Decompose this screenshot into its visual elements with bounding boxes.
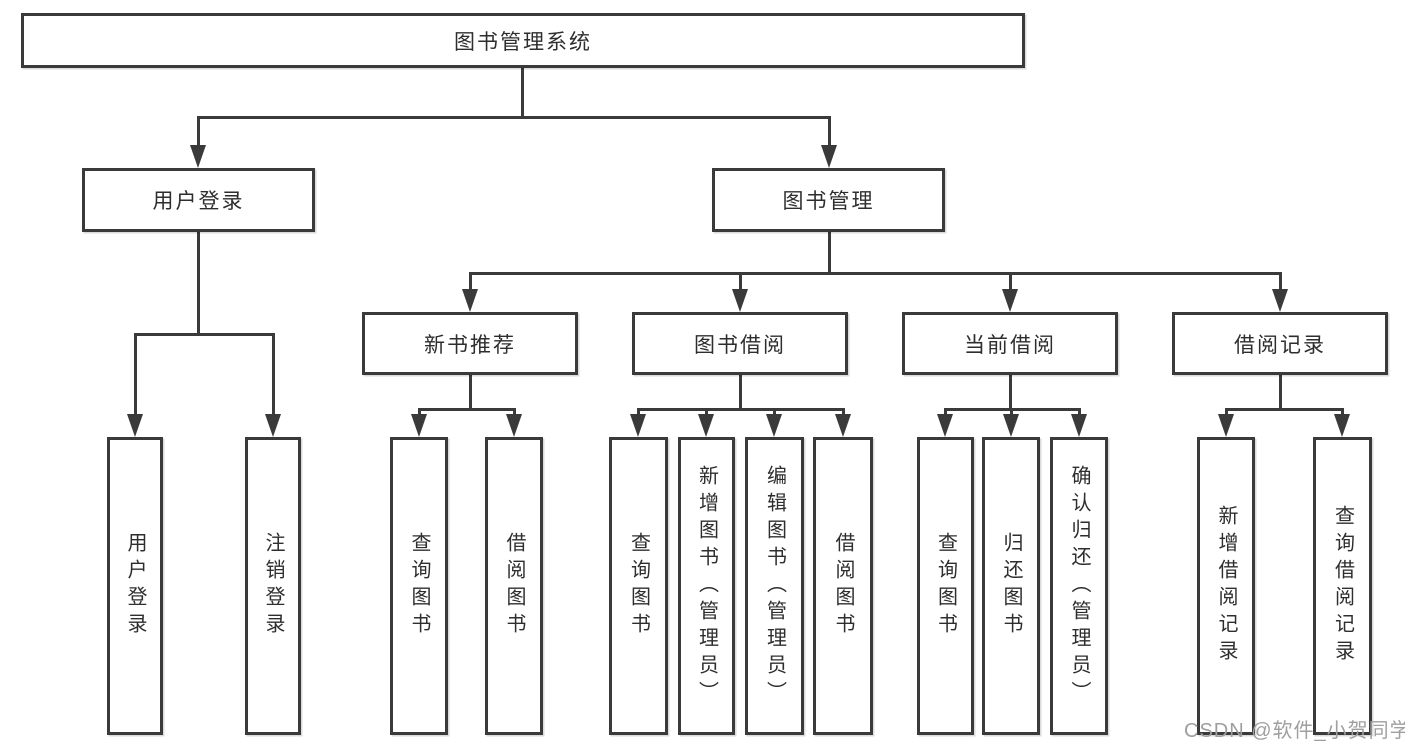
node-leaf-return-book: 归还图书 xyxy=(982,437,1040,735)
node-leaf-user-login: 用户登录 xyxy=(107,437,163,735)
arrowhead-down-icon xyxy=(1002,289,1018,312)
connector-hline xyxy=(1224,407,1344,411)
arrowhead-down-icon xyxy=(732,289,748,312)
node-leaf-query-books-1: 查询图书 xyxy=(390,437,448,735)
arrowhead-down-icon xyxy=(821,145,837,168)
node-borrow-records: 借阅记录 xyxy=(1172,312,1388,375)
connector-vline xyxy=(520,68,524,118)
node-leaf-logout: 注销登录 xyxy=(245,437,301,735)
arrowhead-down-icon xyxy=(766,414,782,437)
node-root: 图书管理系统 xyxy=(21,13,1025,68)
arrowhead-down-icon xyxy=(127,414,143,437)
arrowhead-down-icon xyxy=(1272,289,1288,312)
node-leaf-edit-book-admin: 编辑图书（管理员） xyxy=(745,437,804,735)
node-user-login: 用户登录 xyxy=(82,168,315,232)
connector-hline xyxy=(417,407,516,411)
arrowhead-down-icon xyxy=(835,414,851,437)
node-leaf-confirm-return-admin: 确认归还（管理员） xyxy=(1050,437,1108,735)
connector-hline xyxy=(133,332,275,336)
arrowhead-down-icon xyxy=(1071,414,1087,437)
node-leaf-query-borrow-record: 查询借阅记录 xyxy=(1313,437,1372,735)
connector-arrow-stem xyxy=(1009,408,1013,417)
connector-arrow-stem xyxy=(133,333,137,417)
csdn-watermark: CSDN @软件_小贺同学 xyxy=(1184,720,1405,742)
connector-vline xyxy=(468,375,472,411)
node-leaf-borrow-books-2: 借阅图书 xyxy=(813,437,873,735)
connector-hline xyxy=(636,407,845,411)
arrowhead-down-icon xyxy=(190,145,206,168)
node-leaf-add-borrow-record: 新增借阅记录 xyxy=(1197,437,1255,735)
arrowhead-down-icon xyxy=(265,414,281,437)
connector-arrow-stem xyxy=(636,408,640,417)
node-book-borrow: 图书借阅 xyxy=(632,312,848,375)
node-new-book-recommend: 新书推荐 xyxy=(362,312,578,375)
connector-vline xyxy=(1278,375,1282,411)
arrowhead-down-icon xyxy=(1334,414,1350,437)
arrowhead-down-icon xyxy=(1218,414,1234,437)
connector-arrow-stem xyxy=(512,408,516,417)
connector-arrow-stem xyxy=(772,408,776,417)
arrowhead-down-icon xyxy=(937,414,953,437)
connector-arrow-stem xyxy=(943,408,947,417)
node-book-mgmt: 图书管理 xyxy=(712,168,945,232)
connector-hline xyxy=(468,271,1282,275)
node-leaf-query-books-3: 查询图书 xyxy=(917,437,974,735)
connector-hline xyxy=(196,115,831,119)
connector-arrow-stem xyxy=(1008,272,1012,292)
arrowhead-down-icon xyxy=(630,414,646,437)
node-current-borrow: 当前借阅 xyxy=(902,312,1118,375)
arrowhead-down-icon xyxy=(698,414,714,437)
connector-arrow-stem xyxy=(704,408,708,417)
node-leaf-query-books-2: 查询图书 xyxy=(609,437,668,735)
connector-vline xyxy=(196,232,200,336)
connector-vline xyxy=(738,375,742,411)
connector-arrow-stem xyxy=(468,272,472,292)
arrowhead-down-icon xyxy=(506,414,522,437)
node-leaf-borrow-books-1: 借阅图书 xyxy=(485,437,543,735)
connector-arrow-stem xyxy=(1340,408,1344,417)
connector-arrow-stem xyxy=(196,116,200,148)
connector-arrow-stem xyxy=(417,408,421,417)
connector-arrow-stem xyxy=(1278,272,1282,292)
node-leaf-add-book-admin: 新增图书（管理员） xyxy=(678,437,735,735)
connector-arrow-stem xyxy=(738,272,742,292)
connector-arrow-stem xyxy=(1077,408,1081,417)
connector-arrow-stem xyxy=(271,333,275,417)
arrowhead-down-icon xyxy=(1003,414,1019,437)
connector-arrow-stem xyxy=(841,408,845,417)
connector-vline xyxy=(827,232,831,275)
connector-vline xyxy=(1008,375,1012,411)
connector-arrow-stem xyxy=(1224,408,1228,417)
arrowhead-down-icon xyxy=(462,289,478,312)
connector-arrow-stem xyxy=(827,116,831,148)
arrowhead-down-icon xyxy=(411,414,427,437)
